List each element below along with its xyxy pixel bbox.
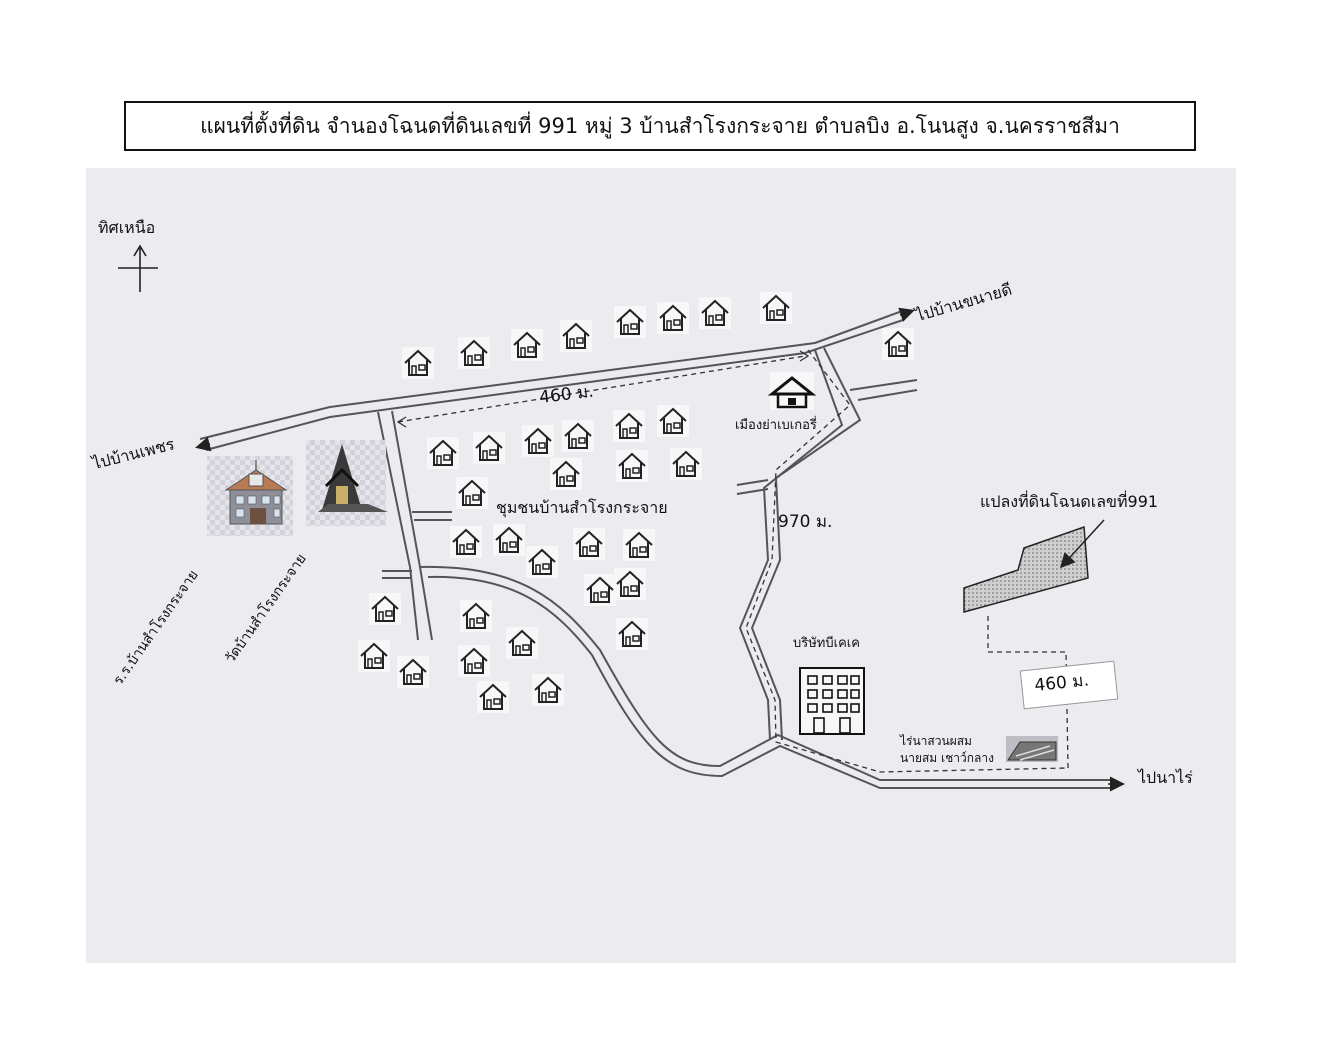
house-icon [521,424,555,458]
plot-distance-box [1019,660,1119,710]
road-east-b [750,347,862,741]
house-icon [492,523,526,557]
house-icon [401,346,435,380]
house-icon [615,449,649,483]
house-icon [525,545,559,579]
house-icon [449,525,483,559]
arrow-to-phet [195,436,212,452]
house-icon [583,573,617,607]
house-icon [426,436,460,470]
farm-label-line1: ไร่นาสวนผสม [900,734,972,748]
road-north-outer [199,309,906,440]
dash-east [745,349,1069,773]
land-plot [963,525,1089,613]
road-stub-4 [849,379,918,401]
route-dashes [397,349,1069,773]
temple-icon [306,440,388,526]
dash-arrow-head [799,350,810,362]
house-icon [549,457,583,491]
dash-arrow-head-left [396,416,407,428]
road-stub-1 [412,511,452,521]
house-icon [612,409,646,443]
map-title: แผนที่ตั้งที่ดิน จำนองโฉนดที่ดินเลขที่ 9… [124,101,1196,151]
company-label: บริษัทบีเคเค [793,636,860,651]
plot-label: แปลงที่ดินโฉนดเลขที่991 [980,492,1159,511]
road-east-a [738,349,844,741]
house-icon [457,644,491,678]
building-icon [799,667,865,735]
farm-icon [1006,736,1058,762]
road-stub-3 [736,479,769,495]
school-icon [207,456,293,536]
community-label: ชุมชนบ้านสำโรงกระจาย [496,498,668,517]
house-icon [357,639,391,673]
house-icon [459,599,493,633]
road-north-inner [205,319,904,451]
road-stub-2 [382,570,412,579]
dash-plot [987,612,1069,769]
distance-to-plot: 460 ม. [1033,670,1090,697]
house-icon [759,291,793,325]
house-icon [881,327,915,361]
house-icon [455,476,489,510]
house-icon [531,673,565,707]
house-icon [656,404,690,438]
north-label: ทิศเหนือ [98,218,156,237]
road-vertical-left-a [377,411,419,641]
house-icon [476,680,510,714]
plot-pointer [1059,519,1105,569]
road-curve-a [419,565,1110,781]
house-icon [698,296,732,330]
dash-north [397,355,806,423]
house-icon [472,431,506,465]
house-icon [613,567,647,601]
house-icon [613,305,647,339]
house-icon [559,319,593,353]
house-icon [656,301,690,335]
road-label-na-rai: ไปนาไร่ [1138,768,1193,787]
road-curve-b [427,575,1110,789]
distance-east-road: 970 ม. [778,512,833,532]
roads [199,309,1110,789]
arrow-to-khanai-di [898,307,915,322]
house-icon [561,419,595,453]
bakery-label: เมืองย่าเบเกอรี่ [735,418,817,433]
farm-label-line2: นายสม เชาว์กลาง [900,751,994,765]
north-arrow-icon [118,244,158,292]
house-icon [510,328,544,362]
house-icon [505,626,539,660]
house-icon [615,617,649,651]
house-icon [396,655,430,689]
house-icon [669,447,703,481]
house-icon [622,528,656,562]
shop-icon [767,372,817,410]
house-icon [572,527,606,561]
house-icon [368,592,402,626]
house-icon [457,336,491,370]
